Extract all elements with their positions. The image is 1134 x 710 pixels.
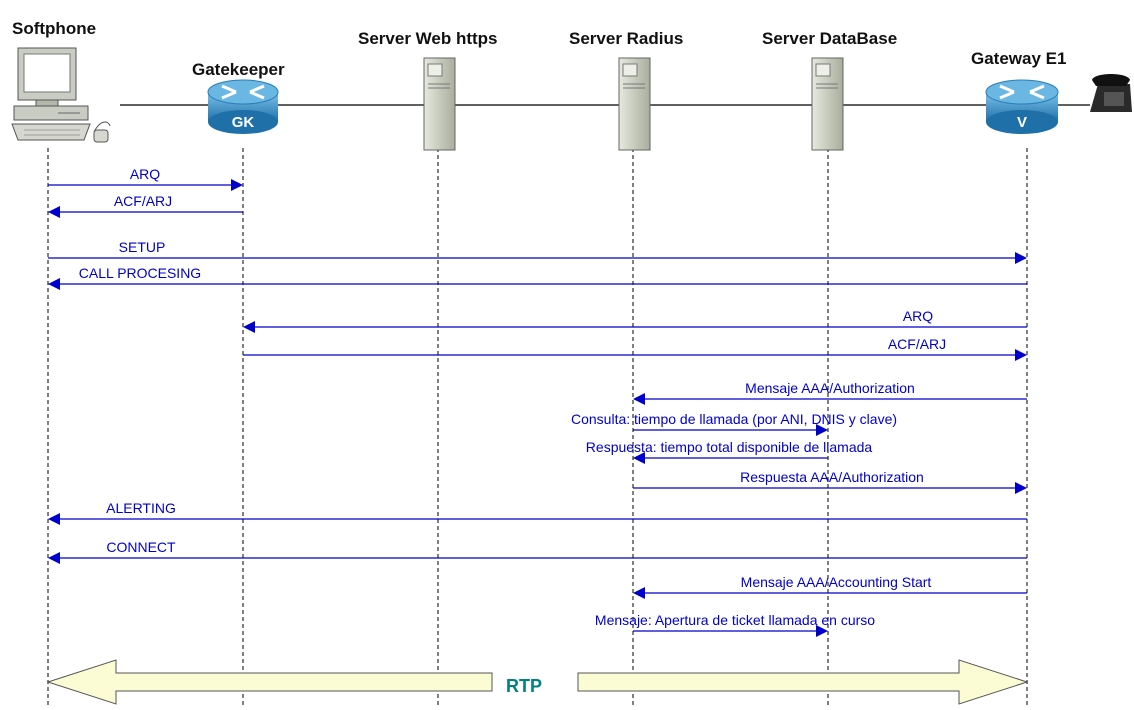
message-arrow: CONNECT [48, 539, 1027, 564]
message-arrow: ARQ [48, 166, 243, 191]
message-label: ARQ [903, 308, 933, 324]
arrowhead [816, 424, 828, 436]
message-label: Consulta: tiempo de llamada (por ANI, DN… [571, 411, 897, 427]
participant-label-database: Server DataBase [762, 29, 897, 48]
message-label: Respuesta AAA/Authorization [740, 469, 924, 485]
message-label: ARQ [130, 166, 160, 182]
lifelines [47, 148, 1028, 708]
arrowhead [633, 393, 645, 405]
arrowhead [1015, 349, 1027, 361]
message-arrow: SETUP [48, 239, 1027, 264]
desk-phone-icon [1090, 74, 1132, 112]
arrowhead [1015, 252, 1027, 264]
router-gk-icon: GK [207, 79, 279, 134]
arrowhead [633, 452, 645, 464]
server-tower-icon [423, 57, 456, 151]
server-tower-icon [811, 57, 844, 151]
message-label: ALERTING [106, 500, 176, 516]
arrowhead [816, 625, 828, 637]
computer-icon [11, 47, 111, 143]
arrowhead [1015, 482, 1027, 494]
message-label: Respuesta: tiempo total disponible de ll… [586, 439, 873, 455]
message-label: SETUP [119, 239, 166, 255]
message-label: Mensaje AAA/Accounting Start [741, 574, 932, 590]
message-arrow: ACF/ARJ [243, 336, 1027, 361]
message-arrow: Respuesta: tiempo total disponible de ll… [586, 439, 873, 464]
participant-label-softphone: Softphone [12, 19, 96, 38]
arrowhead [48, 552, 60, 564]
arrowhead [633, 587, 645, 599]
arrowhead [231, 179, 243, 191]
router-gk-label: GK [232, 114, 255, 131]
participant-label-gatekeeper: Gatekeeper [192, 60, 285, 79]
rtp-arrow-right [577, 659, 1029, 705]
message-arrow: ACF/ARJ [48, 193, 243, 218]
participant-label-gateway: Gateway E1 [971, 49, 1066, 68]
message-arrow: Consulta: tiempo de llamada (por ANI, DN… [571, 411, 897, 436]
rtp-arrow-left [46, 659, 493, 705]
participant-label-radius: Server Radius [569, 29, 683, 48]
message-arrow: Mensaje: Apertura de ticket llamada en c… [595, 612, 875, 637]
arrowhead [48, 206, 60, 218]
arrowhead [48, 513, 60, 525]
router-voice-icon: V [985, 79, 1059, 134]
message-label: CALL PROCESING [79, 265, 201, 281]
message-arrow: CALL PROCESING [48, 265, 1027, 290]
participant-label-web: Server Web https [358, 29, 498, 48]
message-label: Mensaje: Apertura de ticket llamada en c… [595, 612, 875, 628]
message-arrow: Mensaje AAA/Accounting Start [633, 574, 1027, 599]
message-arrow: Respuesta AAA/Authorization [633, 469, 1027, 494]
message-arrow: ALERTING [48, 500, 1027, 525]
arrowhead [243, 321, 255, 333]
server-tower-icon [618, 57, 651, 151]
router-voice-label: V [1017, 114, 1027, 131]
arrowhead [48, 278, 60, 290]
message-label: ACF/ARJ [114, 193, 172, 209]
messages: ARQ ACF/ARJ SETUP CALL PROCESING ARQ ACF/ARJ M… [48, 166, 1027, 637]
message-arrow: ARQ [243, 308, 1027, 333]
message-label: ACF/ARJ [888, 336, 946, 352]
message-label: CONNECT [106, 539, 176, 555]
message-arrow: Mensaje AAA/Authorization [633, 380, 1027, 405]
rtp-label: RTP [506, 676, 542, 696]
rtp-stream: RTP [46, 659, 1029, 705]
message-label: Mensaje AAA/Authorization [745, 380, 915, 396]
